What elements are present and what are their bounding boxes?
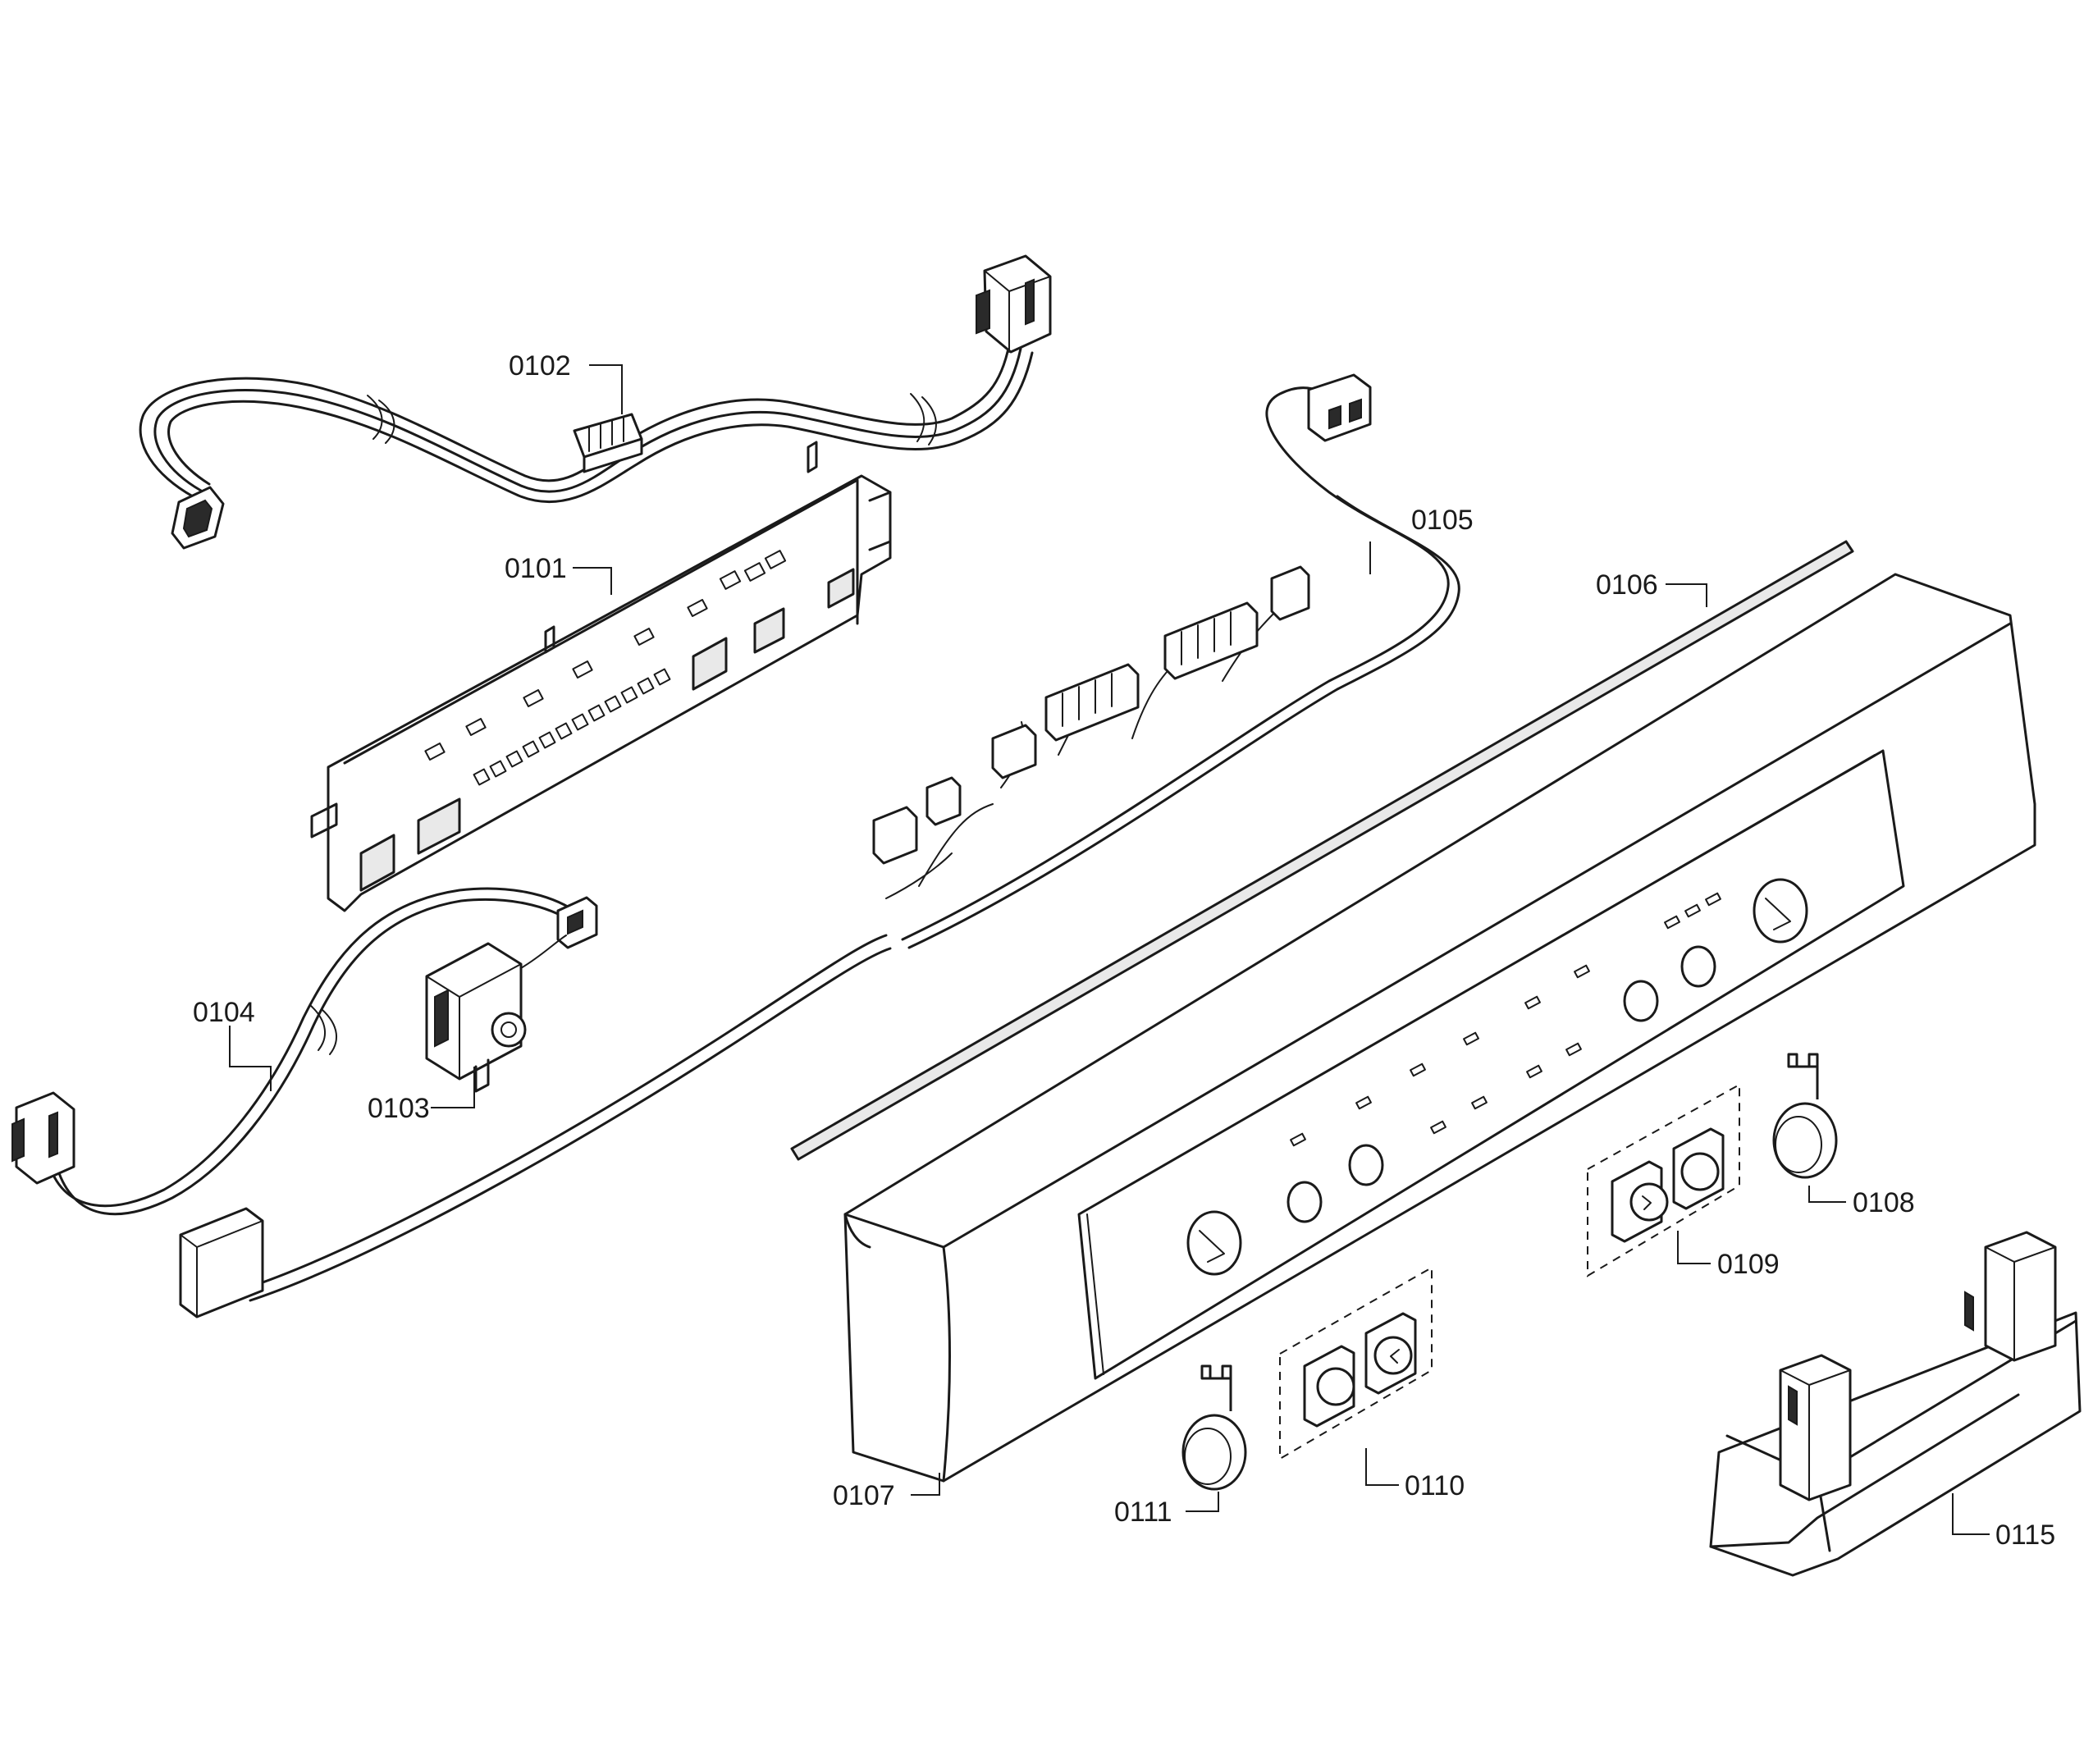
label-0102: 0102 (509, 350, 571, 382)
leader-lines (229, 364, 1990, 1535)
part-0103-switch (425, 935, 567, 1093)
label-0104: 0104 (193, 997, 255, 1028)
label-0101: 0101 (505, 553, 567, 584)
label-0110: 0110 (1405, 1470, 1465, 1501)
part-labels: 0102 0101 0105 0106 0104 0103 0108 0109 … (193, 350, 2055, 1551)
label-0108: 0108 (1853, 1187, 1915, 1218)
part-0105-wire-harness (872, 373, 1460, 949)
part-0102-wire-harness (139, 254, 1052, 550)
label-0107: 0107 (833, 1480, 895, 1511)
label-0115: 0115 (1995, 1520, 2055, 1551)
part-0107-control-panel (843, 573, 2036, 1483)
label-0109: 0109 (1717, 1249, 1780, 1280)
label-0106: 0106 (1596, 569, 1658, 601)
part-0104-wire-harness (11, 887, 892, 1318)
label-0111: 0111 (1114, 1497, 1172, 1528)
part-0108-knob (1772, 1053, 1838, 1179)
label-0105: 0105 (1411, 505, 1474, 536)
part-0106-seal-strip (790, 540, 1854, 1161)
part-0101-control-board (310, 441, 892, 912)
part-0109-button-pair (1587, 1083, 1740, 1277)
part-0111-knob (1181, 1364, 1247, 1491)
part-0110-button-pair (1279, 1266, 1433, 1460)
part-0115-bracket (1709, 1231, 2082, 1577)
label-0103: 0103 (368, 1093, 430, 1124)
